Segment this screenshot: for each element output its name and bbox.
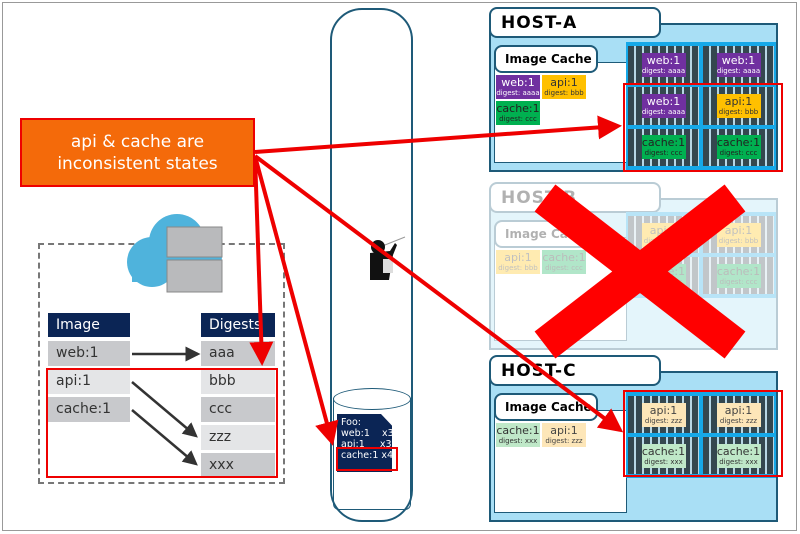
image-cache-title: Image Cache	[494, 45, 598, 73]
container-image: api:1	[724, 94, 753, 108]
desired-state-row: api:1 x3	[341, 439, 392, 450]
image-name: cache:1	[496, 424, 540, 437]
container-image: api:1	[724, 223, 753, 237]
orchestrator-column	[330, 8, 413, 522]
state-store-top	[333, 388, 411, 410]
container-digest: digest: xxx	[644, 457, 683, 466]
image-digest: digest: bbb	[498, 264, 538, 272]
digest-row: ccc	[201, 397, 275, 422]
inconsistent-state-callout: api & cache are inconsistent states	[20, 118, 255, 187]
desired-state-title: Foo:	[341, 417, 361, 428]
image-row: web:1	[48, 341, 130, 366]
container-image: web:1	[721, 53, 756, 67]
container-digest: digest: zzz	[719, 416, 758, 425]
container-image: cache:1	[641, 444, 686, 458]
digest-row: xxx	[201, 453, 275, 478]
image-name: api:1	[504, 251, 532, 264]
image-digest: digest: xxx	[498, 437, 538, 445]
image-row: api:1	[48, 369, 130, 394]
image-name: web:1	[501, 76, 535, 89]
image-digest: digest: bbb	[544, 89, 584, 97]
state-store	[333, 398, 411, 510]
highlight-arrow-host-a	[254, 115, 622, 154]
mapping-arrow	[131, 381, 198, 438]
container-image: web:1	[646, 94, 681, 108]
desired-state-row: cache:1 x4	[341, 450, 394, 461]
image-cache-title: Image Cache	[494, 393, 598, 421]
container-digest: digest: aaaa	[716, 66, 761, 75]
container-digest: digest: aaaa	[641, 66, 686, 75]
container-image: api:1	[649, 403, 678, 417]
container-digest: digest: ccc	[719, 277, 758, 286]
image-column: Image web:1 api:1 cache:1	[48, 313, 130, 422]
host-failed-x-icon	[534, 184, 746, 359]
image-name: cache:1	[542, 251, 586, 264]
highlight-arrow-registry	[249, 155, 274, 366]
inconsistent-highlight	[46, 368, 278, 478]
desired-state-card: Foo: web:1 x3 api:1 x3 cache:1 x4	[337, 414, 392, 472]
image-digest: digest: ccc	[499, 115, 537, 123]
container-image: api:1	[724, 403, 753, 417]
image-name: cache:1	[496, 102, 540, 115]
mapping-arrow	[131, 409, 198, 466]
container-image: cache:1	[716, 264, 761, 278]
highlight-arrow-store	[253, 155, 339, 446]
desired-state-row: web:1 x3	[341, 428, 394, 439]
image-header: Image	[48, 313, 130, 337]
image-row: cache:1	[48, 397, 130, 422]
digest-row: bbb	[201, 369, 275, 394]
container-digest: digest: ccc	[644, 149, 683, 158]
container-image: web:1	[646, 53, 681, 67]
digest-row: zzz	[201, 425, 275, 450]
host-title: HOST-A	[489, 7, 661, 38]
image-digest: digest: zzz	[545, 437, 583, 445]
inconsistent-highlight	[623, 390, 783, 477]
image-digest: digest: aaaa	[496, 89, 540, 97]
image-name: api:1	[550, 424, 578, 437]
container-image: cache:1	[716, 136, 761, 150]
container-digest: digest: zzz	[644, 416, 683, 425]
container-digest: digest: bbb	[718, 236, 759, 245]
highlight-arrow-host-c	[253, 154, 624, 433]
image-name: api:1	[550, 76, 578, 89]
cloud-registry-icon	[127, 214, 223, 293]
callout-line: api & cache are	[70, 131, 205, 152]
inconsistent-highlight	[623, 83, 783, 172]
container-digest: digest: ccc	[719, 149, 758, 158]
container-digest: digest: aaaa	[641, 107, 686, 116]
image-digest: digest: ccc	[545, 264, 583, 272]
container-image: cache:1	[716, 444, 761, 458]
inconsistent-highlight	[336, 447, 398, 471]
container-digest: digest: bbb	[718, 107, 759, 116]
container-digest: digest: xxx	[719, 457, 758, 466]
digest-column: Digests aaa bbb ccc zzz xxx	[201, 313, 275, 478]
callout-line: inconsistent states	[57, 153, 218, 174]
container-image: cache:1	[641, 136, 686, 150]
